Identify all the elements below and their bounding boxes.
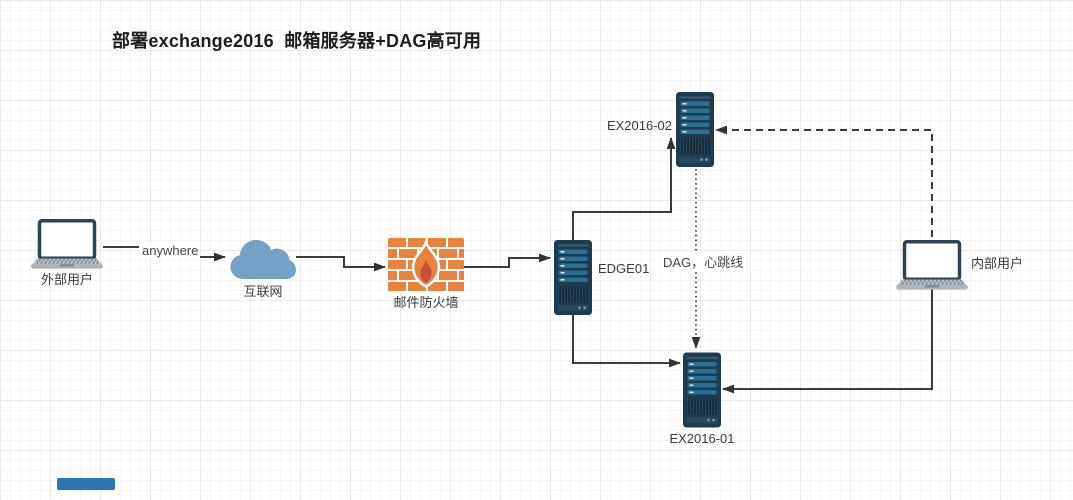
server-tower-icon	[676, 92, 714, 167]
laptop-icon	[896, 240, 968, 290]
connector-edge01-ex2016-01[interactable]	[572, 314, 681, 368]
laptop-icon	[31, 219, 103, 269]
diagram-title: 部署exchange2016 邮箱服务器+DAG高可用	[112, 31, 482, 51]
connector-firewall-edge01[interactable]	[462, 253, 551, 268]
internal-user-label: 内部用户	[971, 256, 1024, 271]
external-user-node[interactable]	[31, 219, 103, 269]
edge01-node[interactable]	[554, 240, 592, 315]
internet-label: 互联网	[243, 284, 283, 299]
connector-internal-user-ex2016-01[interactable]	[722, 289, 933, 394]
ex2016-01-label: EX2016-01	[669, 431, 735, 446]
internal-user-node[interactable]	[896, 240, 968, 290]
edge01-label: EDGE01	[598, 261, 650, 276]
mail-firewall-label: 邮件防火墙	[393, 295, 459, 310]
external-user-label: 外部用户	[40, 272, 93, 287]
connector-internet-firewall[interactable]	[296, 256, 386, 272]
ex2016-02-label: EX2016-02	[606, 118, 672, 133]
ex2016-01-node[interactable]	[683, 352, 721, 428]
partial-shape-bottom-left[interactable]	[57, 478, 115, 490]
firewall-icon	[388, 238, 464, 293]
cloud-icon	[230, 240, 296, 279]
connector-internal-user-ex2016-02[interactable]	[715, 125, 933, 237]
server-tower-icon	[683, 352, 721, 428]
server-tower-icon	[554, 240, 592, 315]
ex2016-02-node[interactable]	[676, 92, 714, 167]
anywhere-edge-label: anywhere	[140, 243, 201, 258]
dag-heartbeat-label: DAG，心跳线	[661, 252, 746, 271]
connector-edge01-ex2016-02[interactable]	[572, 137, 676, 240]
mail-firewall-node[interactable]	[388, 238, 464, 293]
internet-node[interactable]	[228, 233, 298, 283]
